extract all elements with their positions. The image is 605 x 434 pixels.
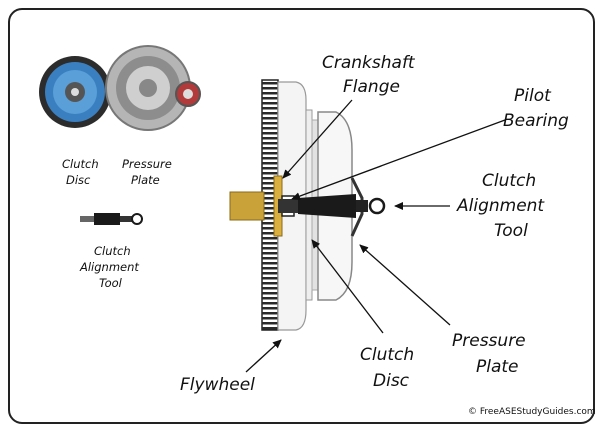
- ring-gear-tooth: [262, 257, 278, 260]
- label-clutch-disc: Clutch: [360, 345, 414, 365]
- ring-gear-tooth: [262, 252, 278, 255]
- flywheel-ring-gear: [261, 79, 279, 331]
- ring-gear-tooth: [262, 232, 278, 235]
- alignment-tool-installed: [278, 194, 386, 218]
- flywheel-leader: [245, 339, 282, 373]
- label-flange: Flange: [343, 77, 400, 97]
- legend-clutch-disc-line1: Clutch: [62, 157, 99, 171]
- legend-pressure-plate-line1: Pressure: [122, 157, 172, 171]
- label-alignment: Alignment: [456, 196, 545, 216]
- legend-pressure-plate-line2: Plate: [131, 173, 160, 187]
- ring-gear-tooth: [262, 237, 278, 240]
- ring-gear-tooth: [262, 202, 278, 205]
- ring-gear-tooth: [262, 247, 278, 250]
- copyright-notice: © FreeASEStudyGuides.com: [468, 407, 596, 417]
- ring-gear-tooth: [262, 242, 278, 245]
- label-bearing: Bearing: [503, 111, 569, 131]
- ring-gear-tooth: [262, 182, 278, 185]
- crankshaft-flange-leader: [282, 99, 353, 179]
- ring-gear-tooth: [262, 192, 278, 195]
- ring-gear-tooth: [262, 122, 278, 125]
- ring-gear-tooth: [262, 162, 278, 165]
- ring-gear-tooth: [262, 207, 278, 210]
- ring-gear-tooth: [262, 217, 278, 220]
- ring-gear-tooth: [262, 107, 278, 110]
- ring-gear-tooth: [262, 157, 278, 160]
- ring-gear-tooth: [262, 307, 278, 310]
- label-disc: Disc: [373, 371, 410, 391]
- ring-gear-tooth: [262, 272, 278, 275]
- legend-tool-line1: Clutch: [94, 244, 131, 258]
- legend-tool-line2: Alignment: [79, 260, 139, 274]
- ring-gear-tooth: [262, 327, 278, 330]
- ring-gear-tooth: [262, 177, 278, 180]
- ring-gear-tooth: [262, 297, 278, 300]
- legend-tool-line3: Tool: [99, 276, 123, 290]
- ring-gear-tooth: [262, 277, 278, 280]
- label-clutch-tool: Clutch: [482, 171, 536, 191]
- ring-gear-tooth: [262, 292, 278, 295]
- ring-gear-tooth: [262, 82, 278, 85]
- ring-gear-tooth: [262, 87, 278, 90]
- ring-gear-tooth: [262, 132, 278, 135]
- alignment-tool-thumbnail: [80, 213, 143, 225]
- clutch-disc-leader: [311, 239, 384, 334]
- ring-gear-tooth: [262, 117, 278, 120]
- ring-gear-tooth: [262, 302, 278, 305]
- ring-gear-tooth: [262, 262, 278, 265]
- label-tool: Tool: [494, 221, 528, 241]
- ring-gear-tooth: [262, 92, 278, 95]
- ring-gear-tooth: [262, 172, 278, 175]
- ring-gear-tooth: [262, 112, 278, 115]
- ring-gear-tooth: [262, 187, 278, 190]
- ring-gear-tooth: [262, 312, 278, 315]
- ring-gear-tooth: [262, 152, 278, 155]
- ring-gear-tooth: [262, 322, 278, 325]
- ring-gear-tooth: [262, 317, 278, 320]
- ring-gear-tooth: [262, 137, 278, 140]
- legend-clutch-disc-line2: Disc: [66, 173, 91, 187]
- clutch-disc-photo: [39, 56, 111, 128]
- pressure-plate-leader: [359, 244, 451, 326]
- ring-gear-tooth: [262, 197, 278, 200]
- ring-gear-tooth: [262, 167, 278, 170]
- ring-gear-tooth: [262, 97, 278, 100]
- label-flywheel: Flywheel: [180, 375, 255, 395]
- pilot-bearing-leader: [291, 119, 506, 200]
- ring-gear-tooth: [262, 102, 278, 105]
- ring-gear-tooth: [262, 267, 278, 270]
- ring-gear-tooth: [262, 127, 278, 130]
- ring-gear-tooth: [262, 222, 278, 225]
- label-plate: Plate: [476, 357, 519, 377]
- pressure-plate-photo: [105, 45, 201, 131]
- ring-gear-tooth: [262, 282, 278, 285]
- label-crankshaft: Crankshaft: [322, 53, 416, 73]
- ring-gear-tooth: [262, 147, 278, 150]
- ring-gear-tooth: [262, 212, 278, 215]
- crankshaft: [229, 191, 265, 221]
- ring-gear-tooth: [262, 227, 278, 230]
- label-pressure: Pressure: [452, 331, 526, 351]
- label-pilot: Pilot: [514, 86, 552, 106]
- ring-gear-tooth: [262, 287, 278, 290]
- ring-gear-tooth: [262, 142, 278, 145]
